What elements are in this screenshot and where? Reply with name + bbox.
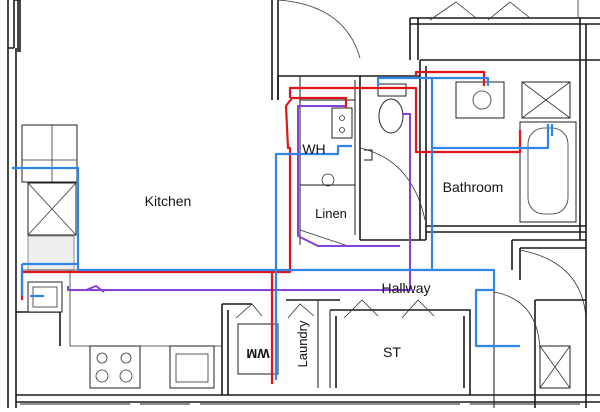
pipes <box>12 70 554 384</box>
hallway-label: Hallway <box>381 280 430 296</box>
fixtures <box>21 81 577 389</box>
wm-label: WM <box>246 346 269 361</box>
linen-label: Linen <box>315 206 347 221</box>
kitchen-label: Kitchen <box>145 193 192 209</box>
bathroom-label: Bathroom <box>443 179 504 195</box>
wh-label: WH <box>302 141 325 157</box>
st-label: ST <box>383 344 401 360</box>
laundry-label: Laundry <box>295 320 310 367</box>
